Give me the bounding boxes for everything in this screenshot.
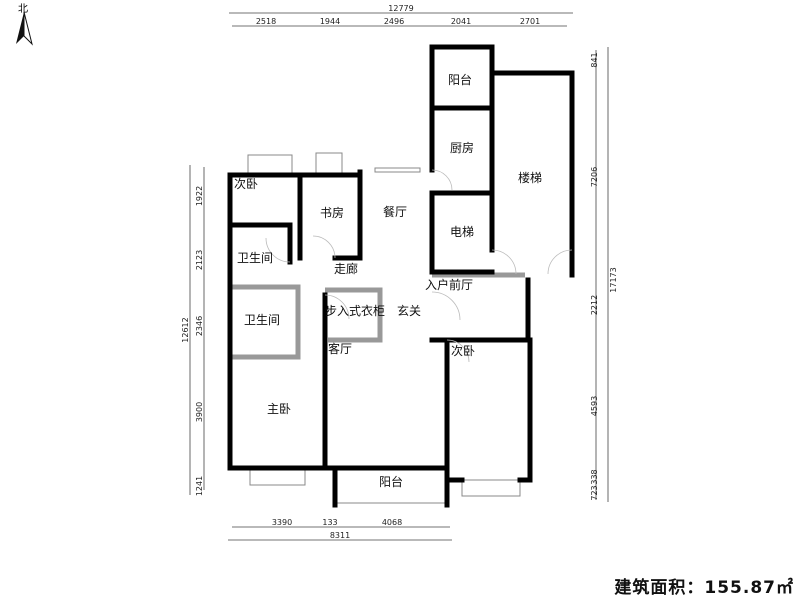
dim-bottom-total: 8311 <box>330 531 350 540</box>
windows <box>247 152 521 504</box>
dim-right: 7206 <box>590 167 599 187</box>
dim-top-total: 12779 <box>388 4 413 13</box>
room-master-bedroom: 主卧 <box>267 402 291 416</box>
dim-right: 841 <box>590 52 599 67</box>
dim-bottom: 4068 <box>382 518 402 527</box>
room-bathroom-2: 卫生间 <box>244 313 280 327</box>
room-walk-in-closet: 步入式衣柜 <box>325 303 385 318</box>
dim-right: 4593 <box>590 396 599 416</box>
dim-left: 1922 <box>195 186 204 206</box>
room-balcony-top: 阳台 <box>448 72 472 87</box>
room-balcony-bottom: 阳台 <box>379 474 403 489</box>
room-foyer: 玄关 <box>397 303 421 318</box>
room-bathroom-1: 卫生间 <box>237 251 273 265</box>
dim-left: 2123 <box>195 250 204 270</box>
dim-bottom: 133 <box>322 518 337 527</box>
dim-top: 2041 <box>451 17 471 26</box>
dim-left-total: 12612 <box>181 317 190 342</box>
room-stairs: 楼梯 <box>518 170 542 185</box>
room-dining: 餐厅 <box>383 204 407 219</box>
room-study: 书房 <box>320 205 344 220</box>
dimension-lines <box>189 12 609 541</box>
room-living: 客厅 <box>328 341 352 356</box>
dim-top: 2701 <box>520 17 540 26</box>
dim-left: 1241 <box>195 476 204 496</box>
room-elevator: 电梯 <box>450 225 474 239</box>
building-area-label: 建筑面积：155.87㎡ <box>614 578 794 598</box>
north-arrow-icon <box>16 11 33 46</box>
dim-right: 2212 <box>590 295 599 315</box>
room-second-bedroom-right: 次卧 <box>451 344 475 358</box>
dim-right: 338 <box>590 469 599 484</box>
dim-left: 3900 <box>195 402 204 422</box>
room-corridor: 走廊 <box>334 261 358 276</box>
dim-right: 723 <box>590 485 599 500</box>
room-second-bedroom-left: 次卧 <box>234 177 258 191</box>
dim-right-total: 17173 <box>609 267 618 292</box>
dim-bottom: 3390 <box>272 518 292 527</box>
dim-top: 2496 <box>384 17 404 26</box>
dim-top: 2518 <box>256 17 276 26</box>
partition-walls <box>232 272 525 360</box>
room-entry-hall: 入户前厅 <box>425 277 473 292</box>
north-label: 北 <box>18 4 28 15</box>
door-swings <box>265 169 573 363</box>
dim-left: 2346 <box>195 316 204 336</box>
room-kitchen: 厨房 <box>450 140 474 155</box>
dim-top: 1944 <box>320 17 340 26</box>
